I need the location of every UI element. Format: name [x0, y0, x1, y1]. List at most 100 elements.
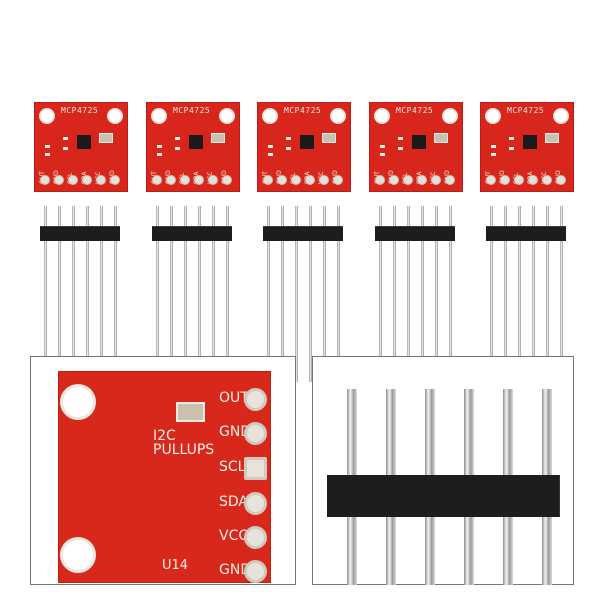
pin-label-gnd: GND [219, 424, 252, 440]
module-1: MCP4725 OUT GND SCL SDA VCC GND [34, 102, 134, 402]
dac-chip [300, 135, 314, 149]
header-pin [184, 206, 187, 382]
module-2: MCP4725 OUT GND SCL SDA VCC GND [146, 102, 246, 402]
chip-label: MCP4725 [507, 106, 545, 115]
dac-chip [77, 135, 91, 149]
header-plastic-segment [327, 475, 367, 517]
mounting-hole [39, 108, 55, 124]
mounting-hole [330, 108, 346, 124]
pcb-board: MCP4725 OUT GND SCL SDA VCC GND [369, 102, 463, 192]
header-pin [198, 206, 201, 382]
header-plastic [375, 226, 455, 241]
header-pin [267, 206, 270, 382]
pin-label-out: OUT [219, 390, 249, 406]
mounting-hole [60, 537, 96, 573]
pin-header [152, 206, 232, 382]
zoom-panel-header [312, 356, 574, 585]
header-pin [546, 206, 549, 382]
smd-component [491, 145, 496, 148]
smd-component [509, 147, 514, 150]
product-row: MCP4725 OUT GND SCL SDA VCC GND [34, 102, 574, 382]
solder-pad [68, 175, 78, 185]
pin-label-vcc: VCC [219, 528, 249, 544]
mounting-hole [151, 108, 167, 124]
solder-pad [166, 175, 176, 185]
smd-component [268, 145, 273, 148]
header-pin [212, 206, 215, 382]
smd-component [491, 153, 496, 156]
solder-pad [417, 175, 427, 185]
header-pin [72, 206, 75, 382]
pin-header [263, 206, 343, 382]
header-pin [518, 206, 521, 382]
smd-component [398, 147, 403, 150]
smd-component [286, 137, 291, 140]
module-5: MCP4725 OUT GND SCL SDA VCC GND [480, 102, 580, 402]
smd-component [45, 153, 50, 156]
solder-pad [244, 388, 267, 411]
silkscreen-id: U14 [162, 558, 189, 573]
solder-pad [556, 175, 566, 185]
solder-pad [528, 175, 538, 185]
solder-pad [263, 175, 273, 185]
header-pin [309, 206, 312, 382]
mounting-hole [107, 108, 123, 124]
pullup-label-line2: PULLUPS [153, 442, 215, 458]
solder-pad [500, 175, 510, 185]
solder-pad [277, 175, 287, 185]
address-jumper [434, 133, 448, 143]
smd-component [45, 145, 50, 148]
module-4: MCP4725 OUT GND SCL SDA VCC GND [369, 102, 469, 402]
smd-component [268, 153, 273, 156]
address-jumper [99, 133, 113, 143]
solder-pad [82, 175, 92, 185]
solder-pad [403, 175, 413, 185]
pin-header [486, 206, 566, 382]
pin-label-gnd-2: GND [219, 562, 252, 578]
mounting-hole [219, 108, 235, 124]
smd-component [380, 145, 385, 148]
solder-pad [40, 175, 50, 185]
solder-pad [96, 175, 106, 185]
mounting-hole [60, 384, 96, 420]
solder-pad [244, 526, 267, 549]
pcb-board: MCP4725 OUT GND SCL SDA VCC GND [257, 102, 351, 192]
pin-label-scl: SCL [219, 459, 246, 475]
solder-pad [244, 492, 267, 515]
header-pin [490, 206, 493, 382]
header-pin [44, 206, 47, 382]
header-pin [226, 206, 229, 382]
zoom-panel-board: I2C PULLUPS U14 OUT GND SCL SDA VCC GND [30, 356, 296, 585]
mounting-hole [442, 108, 458, 124]
pcb-board: MCP4725 OUT GND SCL SDA VCC GND [146, 102, 240, 192]
solder-pad [180, 175, 190, 185]
header-pin [435, 206, 438, 382]
mounting-hole [485, 108, 501, 124]
header-pin [281, 206, 284, 382]
smd-component [286, 147, 291, 150]
header-pin [323, 206, 326, 382]
pullup-jumper [176, 402, 205, 422]
pin-header [40, 206, 120, 382]
header-pin [295, 206, 298, 382]
solder-pad [244, 422, 267, 445]
solder-pad-square [244, 457, 267, 480]
solder-pad [389, 175, 399, 185]
header-pin [532, 206, 535, 382]
header-pin [58, 206, 61, 382]
mounting-hole [262, 108, 278, 124]
solder-pad [291, 175, 301, 185]
smd-component [398, 137, 403, 140]
chip-label: MCP4725 [173, 106, 211, 115]
address-jumper [322, 133, 336, 143]
chip-label: MCP4725 [396, 106, 434, 115]
solder-pad [375, 175, 385, 185]
pcb-board: MCP4725 OUT GND SCL SDA VCC GND [34, 102, 128, 192]
solder-pad [194, 175, 204, 185]
solder-pad [542, 175, 552, 185]
solder-pad [208, 175, 218, 185]
dac-chip [523, 135, 537, 149]
address-jumper [545, 133, 559, 143]
mounting-hole [374, 108, 390, 124]
header-plastic-segment [522, 475, 560, 517]
